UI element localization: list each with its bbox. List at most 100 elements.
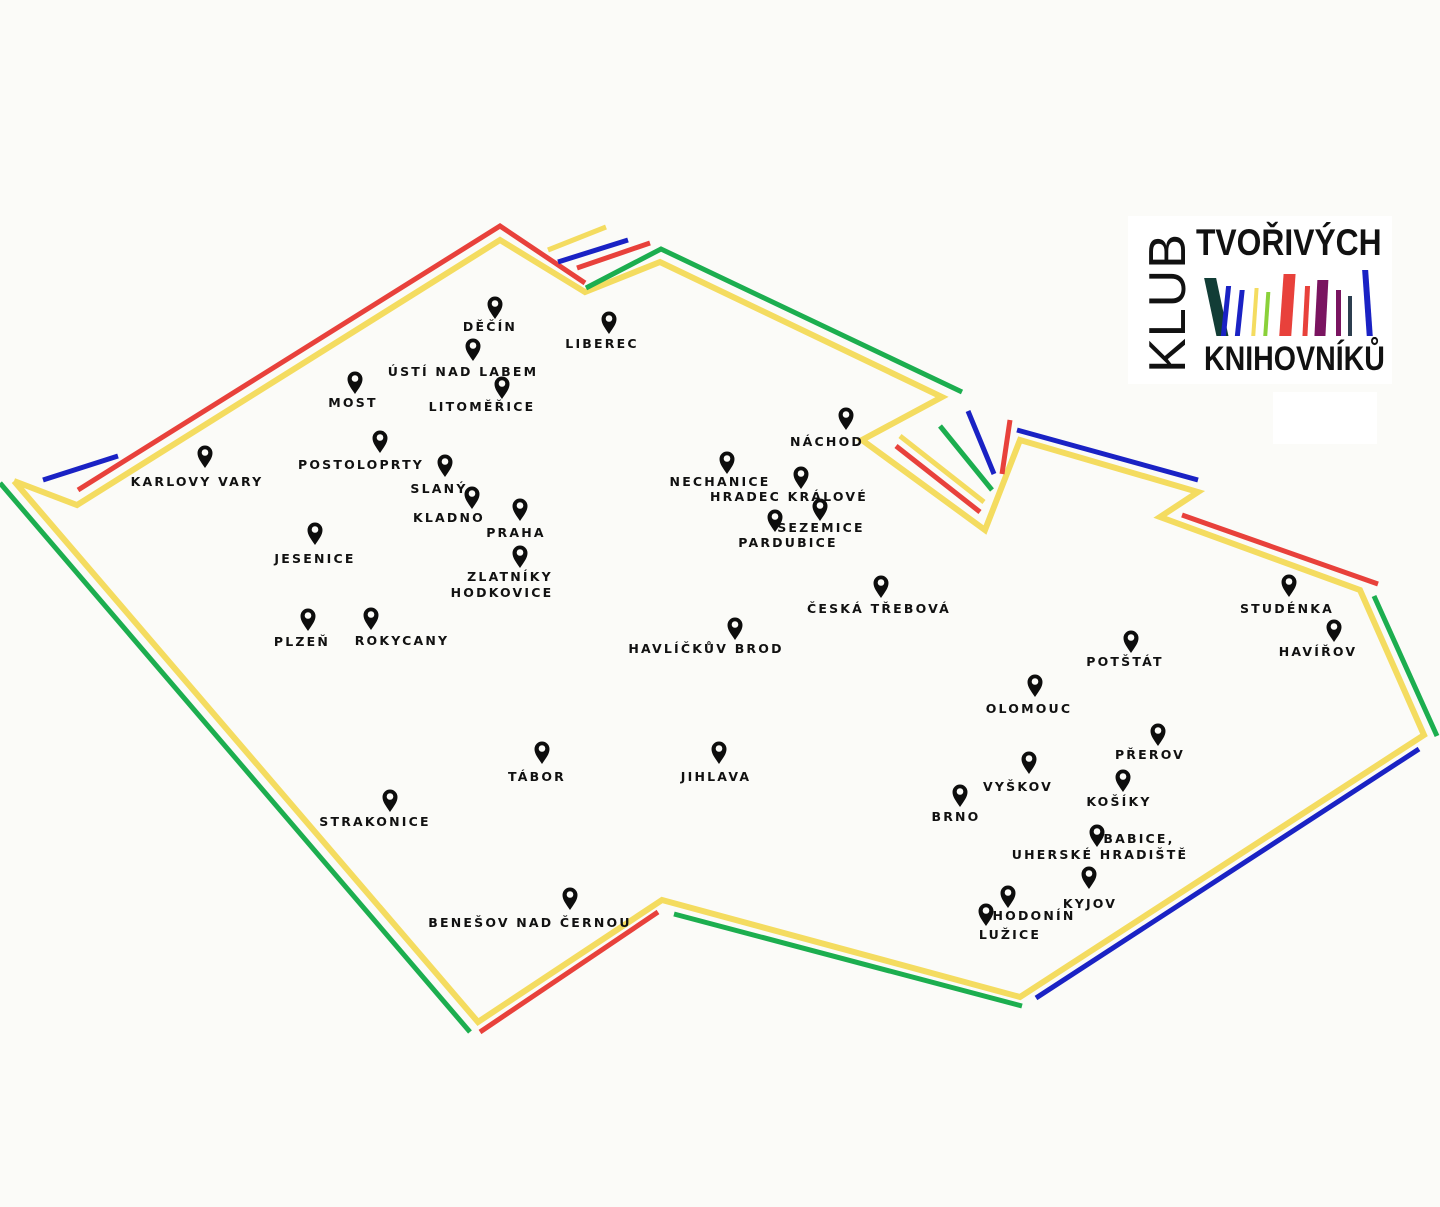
map-pin-icon: [437, 454, 453, 477]
map-pin-icon: [978, 903, 994, 926]
book-spine: [1314, 280, 1329, 336]
map-pin-icon: [382, 789, 398, 812]
city-label-uherske-hradiste: UHERSKÉ HRADIŠTĚ: [1012, 847, 1188, 862]
city-label-kosiky: KOŠÍKY: [1086, 794, 1151, 809]
map-pin-icon: [873, 575, 889, 598]
city-label-tabor: TÁBOR: [508, 769, 566, 784]
map-pin-icon: [534, 741, 550, 764]
map-pin-icon: [601, 311, 617, 334]
map-pin-icon: [838, 407, 854, 430]
border-red-segment: [894, 444, 982, 514]
border-blue-segment: [557, 237, 629, 265]
map-pin-icon: [1150, 723, 1166, 746]
city-label-hradec-kralove: HRADEC KRÁLOVÉ: [710, 489, 868, 504]
city-label-most: MOST: [328, 395, 377, 410]
books-icon: [1204, 270, 1373, 336]
map-pin-icon: [719, 451, 735, 474]
map-pin-icon: [952, 784, 968, 807]
book-spine: [1204, 278, 1229, 336]
map-pin-icon: [1115, 769, 1131, 792]
city-label-zlatniky-hodkovice: HODKOVICE: [451, 585, 554, 600]
map-pin-icon: [1281, 574, 1297, 597]
border-red-segment: [576, 240, 651, 271]
border-red-segment: [76, 223, 587, 493]
city-label-nechanice: NECHANICE: [670, 474, 771, 489]
border-blue-segment: [965, 410, 997, 475]
map-pin-icon: [347, 371, 363, 394]
city-label-sezemice: SEZEMICE: [777, 520, 865, 535]
border-blue-segment: [42, 453, 119, 483]
city-label-karlovy-vary: KARLOVY VARY: [131, 474, 264, 489]
map-pin-icon: [812, 498, 828, 521]
map-pin-icon: [1021, 751, 1037, 774]
city-label-luzice: LUŽICE: [979, 927, 1041, 942]
map-pin-icon: [711, 741, 727, 764]
city-label-usti-nad-labem: ÚSTÍ NAD LABEM: [388, 364, 539, 379]
book-spine: [1220, 286, 1232, 336]
logo-word-knihovniku: KNIHOVNÍKŮ: [1204, 340, 1385, 378]
logo-blank-panel: [1273, 392, 1377, 444]
map-pin-icon: [300, 608, 316, 631]
club-logo: KLUB TVOŘIVÝCH KNIHOVNÍKŮ: [1128, 216, 1392, 384]
map-pin-icon: [1081, 866, 1097, 889]
city-label-babice: BABICE,: [1103, 831, 1174, 846]
border-red-segment: [1181, 512, 1379, 587]
city-label-zlatniky-hodkovice: ZLATNÍKY: [467, 569, 553, 584]
border-green-segment: [938, 424, 994, 492]
city-label-decin: DĚČÍN: [463, 319, 517, 334]
map-pin-icon: [465, 338, 481, 361]
map-pin-icon: [512, 545, 528, 568]
map-pin-icon: [494, 376, 510, 399]
border-red-segment: [478, 909, 660, 1035]
map-pin-icon: [1089, 824, 1105, 847]
city-label-potstat: POTŠTÁT: [1086, 654, 1164, 669]
map-pin-icon: [727, 617, 743, 640]
city-label-praha: PRAHA: [486, 525, 546, 540]
border-blue-segment: [1016, 427, 1199, 483]
map-pin-icon: [464, 486, 480, 509]
map-pin-icon: [487, 296, 503, 319]
city-label-benesov-nad-cernou: BENEŠOV NAD ČERNOU: [428, 915, 631, 930]
book-spine: [1234, 290, 1245, 336]
border-yellow-segment: [898, 434, 986, 504]
logo-word-klub: KLUB: [1139, 233, 1197, 373]
map-pin-icon: [767, 509, 783, 532]
map-pin-icon: [793, 466, 809, 489]
city-label-studenka: STUDÉNKA: [1240, 601, 1334, 616]
city-label-prerov: PŘEROV: [1115, 747, 1185, 762]
city-label-olomouc: OLOMOUC: [986, 701, 1073, 716]
book-spine: [1279, 274, 1296, 336]
book-spine: [1336, 290, 1341, 336]
city-label-jihlava: JIHLAVA: [680, 769, 751, 784]
book-spine: [1302, 286, 1311, 336]
border-green-segment: [584, 246, 964, 395]
map-pin-icon: [1123, 630, 1139, 653]
map-pin-icon: [1000, 885, 1016, 908]
map-pin-icon: [197, 445, 213, 468]
map-pin-icon: [562, 887, 578, 910]
city-label-postoloprty: POSTOLOPRTY: [298, 457, 424, 472]
book-spine: [1362, 270, 1373, 336]
city-label-hodonin: HODONÍN: [992, 908, 1075, 923]
border-red-segment: [999, 419, 1013, 475]
city-label-pardubice: PARDUBICE: [738, 535, 838, 550]
map-pin-icon: [372, 430, 388, 453]
book-spine: [1263, 292, 1271, 336]
city-label-ceska-trebova: ČESKÁ TŘEBOVÁ: [807, 601, 951, 616]
border-green-segment: [673, 911, 1023, 1009]
map-pin-icon: [512, 498, 528, 521]
city-label-plzen: PLZEŇ: [274, 634, 330, 649]
map-pin-icon: [363, 607, 379, 630]
city-label-havlickuv-brod: HAVLÍČKŮV BROD: [628, 641, 783, 656]
book-spine: [1348, 296, 1352, 336]
city-label-havirov: HAVÍŘOV: [1279, 644, 1358, 659]
border-yellow-segment: [547, 224, 607, 253]
border-blue-segment: [1034, 746, 1421, 1001]
city-pins: [197, 296, 1342, 926]
city-label-strakonice: STRAKONICE: [319, 814, 430, 829]
logo-word-tvorivych: TVOŘIVÝCH: [1196, 222, 1382, 263]
map-pin-icon: [1027, 674, 1043, 697]
